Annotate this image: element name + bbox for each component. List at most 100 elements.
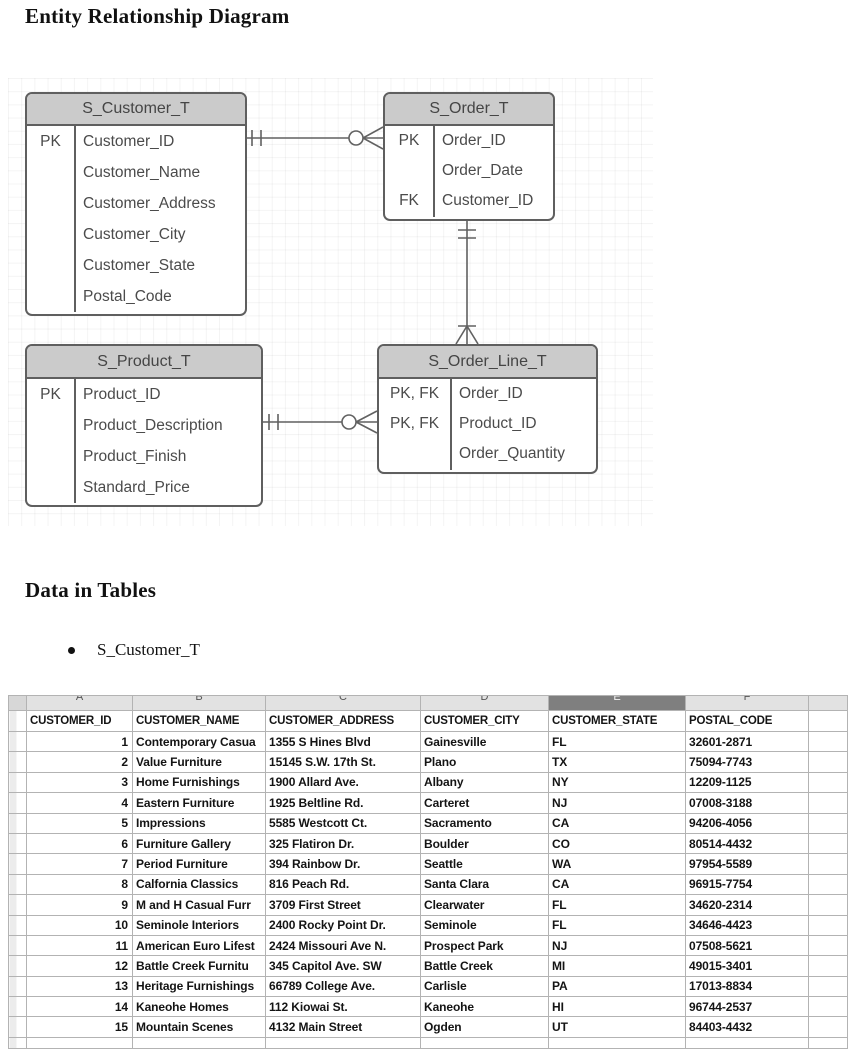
sheet-cell: Carlisle xyxy=(420,975,549,998)
sheet-row-gutter xyxy=(8,730,27,753)
sheet-empty-cell xyxy=(808,812,848,834)
sheet-cell: 97954-5589 xyxy=(685,853,809,875)
key-label xyxy=(27,472,74,503)
key-label: FK xyxy=(399,192,419,209)
key-label xyxy=(27,157,74,188)
key-label: PK xyxy=(40,385,61,403)
sheet-cell: WA xyxy=(548,853,686,875)
sheet-header-cell: CUSTOMER_CITY xyxy=(420,710,549,732)
entity-s-customer-t: S_Customer_T PK Customer_ID Customer_Nam… xyxy=(25,92,247,316)
sheet-header-cell: POSTAL_CODE xyxy=(685,710,809,732)
sheet-empty-cell xyxy=(808,873,848,896)
sheet-row-gutter xyxy=(8,934,27,957)
sheet-cell: 3709 First Street xyxy=(265,894,421,916)
sheet-column-letter: F xyxy=(685,695,809,711)
bullet-icon xyxy=(68,646,75,654)
attribute-label: Postal_Code xyxy=(83,287,172,305)
sheet-row-gutter xyxy=(8,812,27,834)
sheet-cell: MI xyxy=(548,955,686,977)
sheet-empty-cell xyxy=(808,1036,848,1049)
bullet-list-item: S_Customer_T xyxy=(68,640,200,660)
sheet-cell: Ogden xyxy=(420,1016,549,1038)
relationship-connectors xyxy=(243,126,479,434)
sheet-cell: Kaneohe xyxy=(420,996,549,1018)
sheet-cell: 49015-3401 xyxy=(685,955,809,977)
sheet-cell: Carteret xyxy=(420,792,549,814)
sheet-empty-cell xyxy=(808,975,848,998)
sheet-row-gutter xyxy=(8,975,27,998)
sheet-cell: PA xyxy=(548,975,686,998)
connector-customer-order xyxy=(243,126,384,150)
sheet-cell: 1900 Allard Ave. xyxy=(265,771,421,794)
sheet-cell: NJ xyxy=(548,792,686,814)
sheet-column-letter: C xyxy=(265,695,421,711)
attribute-label: Order_Quantity xyxy=(459,445,565,462)
key-label xyxy=(385,156,433,186)
sheet-cell: 112 Kiowai St. xyxy=(265,996,421,1018)
sheet-cell: 816 Peach Rd. xyxy=(265,873,421,896)
sheet-empty-row xyxy=(8,1036,848,1049)
column-letter-label: E xyxy=(613,695,621,704)
sheet-cell: 345 Capitol Ave. SW xyxy=(265,955,421,977)
sheet-header-cell xyxy=(808,710,848,732)
sheet-cell: Battle Creek Furnitu xyxy=(132,955,266,977)
entity-title: S_Product_T xyxy=(27,346,261,379)
attribute-label: Product_ID xyxy=(459,415,537,432)
sheet-cell: Plano xyxy=(420,751,549,773)
sheet-cell: Prospect Park xyxy=(420,934,549,957)
sheet-cell: Home Furnishings xyxy=(132,771,266,794)
sheet-cell: 2400 Rocky Point Dr. xyxy=(265,914,421,936)
attribute-label: Order_Date xyxy=(442,162,523,179)
sheet-cell: 5585 Westcott Ct. xyxy=(265,812,421,834)
sheet-column-letter: E xyxy=(548,695,686,711)
key-label: PK, FK xyxy=(389,385,440,402)
sheet-cell: CA xyxy=(548,812,686,834)
attribute-label: Customer_Name xyxy=(83,163,201,181)
sheet-row-gutter xyxy=(8,751,27,773)
sheet-cell: 10 xyxy=(26,914,133,936)
sheet-row-gutter xyxy=(8,996,27,1018)
sheet-empty-cell xyxy=(808,955,848,977)
column-letter-label: F xyxy=(743,695,751,704)
sheet-empty-cell xyxy=(808,914,848,936)
sheet-empty-cell xyxy=(808,832,848,855)
sheet-cell: 3 xyxy=(26,771,133,794)
sheet-empty-cell xyxy=(685,1036,809,1049)
sheet-empty-cell xyxy=(808,751,848,773)
sheet-cell: CO xyxy=(548,832,686,855)
sheet-cell: 11 xyxy=(26,934,133,957)
sheet-cell: Gainesville xyxy=(420,730,549,753)
sheet-cell: FL xyxy=(548,730,686,753)
sheet-row-gutter xyxy=(8,710,27,732)
sheet-cell: Value Furniture xyxy=(132,751,266,773)
attribute-label: Product_Finish xyxy=(83,447,187,465)
key-label xyxy=(27,219,74,250)
sheet-cell: Seattle xyxy=(420,853,549,875)
sheet-empty-cell xyxy=(808,894,848,916)
sheet-row-gutter xyxy=(8,894,27,916)
sheet-cell: Period Furniture xyxy=(132,853,266,875)
sheet-cell: 96744-2537 xyxy=(685,996,809,1018)
attribute-label: Product_Description xyxy=(83,416,223,434)
sheet-cell: 4 xyxy=(26,792,133,814)
sheet-cell: 84403-4432 xyxy=(685,1016,809,1038)
attribute-label: Customer_ID xyxy=(442,192,534,209)
sheet-select-all-corner xyxy=(8,695,27,711)
sheet-row-gutter xyxy=(8,832,27,855)
attribute-label: Customer_Address xyxy=(83,194,216,212)
entity-title: S_Customer_T xyxy=(27,94,245,126)
key-label xyxy=(27,410,74,441)
sheet-cell: Seminole Interiors xyxy=(132,914,266,936)
attribute-label: Customer_City xyxy=(83,225,186,243)
key-label xyxy=(27,250,74,281)
